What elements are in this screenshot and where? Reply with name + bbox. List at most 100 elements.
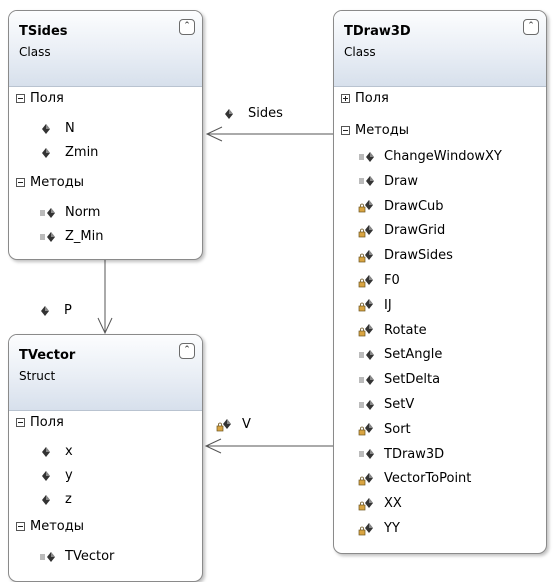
class-header: TDraw3D Class ⌃ bbox=[334, 11, 546, 87]
class-kind: Struct bbox=[19, 369, 56, 383]
method-row[interactable]: Draw bbox=[358, 174, 418, 189]
class-box-tsides[interactable]: TSides Class ⌃ Поля N Zmin Методы Norm Z… bbox=[8, 10, 203, 260]
method-name: DrawSides bbox=[384, 248, 453, 264]
collapse-minus-icon bbox=[16, 418, 25, 427]
private-method-icon bbox=[358, 249, 376, 263]
method-row[interactable]: DrawSides bbox=[358, 248, 453, 263]
method-row[interactable]: DrawCub bbox=[358, 199, 444, 214]
method-name: XX bbox=[384, 496, 402, 512]
field-row[interactable]: z bbox=[39, 492, 72, 507]
fields-section-toggle[interactable]: Поля bbox=[16, 415, 64, 430]
method-name: Draw bbox=[384, 173, 418, 189]
method-name: DrawCub bbox=[384, 198, 444, 214]
field-icon bbox=[222, 107, 240, 121]
assoc-sides-label: Sides bbox=[222, 106, 283, 121]
collapse-minus-icon bbox=[341, 126, 350, 135]
sides-arrowhead bbox=[205, 126, 223, 142]
fields-section-toggle[interactable]: Поля bbox=[16, 91, 64, 106]
assoc-sides-text: Sides bbox=[248, 106, 283, 121]
method-name: Rotate bbox=[384, 322, 427, 338]
method-name: VectorToPoint bbox=[384, 471, 472, 487]
field-row[interactable]: Zmin bbox=[39, 145, 98, 160]
method-row[interactable]: ChangeWindowXY bbox=[358, 149, 502, 164]
private-method-icon bbox=[358, 522, 376, 536]
private-method-icon bbox=[358, 224, 376, 238]
method-name: TDraw3D bbox=[384, 446, 445, 462]
field-icon bbox=[39, 469, 57, 483]
method-icon bbox=[358, 373, 376, 387]
field-row[interactable]: N bbox=[39, 121, 75, 136]
field-icon bbox=[39, 493, 57, 507]
private-method-icon bbox=[358, 422, 376, 436]
method-icon bbox=[39, 550, 57, 564]
class-name: TDraw3D bbox=[344, 24, 411, 39]
method-name: SetDelta bbox=[384, 372, 441, 388]
method-row[interactable]: SetV bbox=[358, 397, 414, 412]
class-box-tdraw3d[interactable]: TDraw3D Class ⌃ Поля Методы ChangeWindow… bbox=[333, 10, 547, 554]
class-header: TSides Class ⌃ bbox=[9, 11, 202, 87]
method-name: F0 bbox=[384, 273, 400, 288]
methods-section-toggle[interactable]: Методы bbox=[341, 123, 409, 138]
collapse-icon[interactable]: ⌃ bbox=[179, 19, 195, 35]
method-row[interactable]: Rotate bbox=[358, 323, 427, 338]
private-method-icon bbox=[358, 298, 376, 312]
method-row[interactable]: Norm bbox=[39, 205, 100, 220]
p-arrowhead bbox=[97, 317, 113, 335]
method-row[interactable]: TDraw3D bbox=[358, 447, 444, 462]
assoc-v-label: V bbox=[216, 417, 251, 432]
private-field-icon bbox=[216, 418, 234, 432]
method-row[interactable]: DrawGrid bbox=[358, 223, 445, 238]
collapse-minus-icon bbox=[16, 94, 25, 103]
method-row[interactable]: IJ bbox=[358, 298, 392, 313]
method-icon bbox=[358, 348, 376, 362]
field-icon bbox=[38, 304, 56, 318]
method-name: SetAngle bbox=[384, 347, 443, 363]
method-row[interactable]: VectorToPoint bbox=[358, 471, 471, 486]
method-name: IJ bbox=[384, 297, 392, 313]
private-method-icon bbox=[358, 274, 376, 288]
class-kind: Class bbox=[344, 45, 376, 59]
v-arrowhead bbox=[204, 438, 222, 454]
method-icon bbox=[358, 150, 376, 164]
method-name: SetV bbox=[384, 397, 415, 412]
class-kind: Class bbox=[19, 45, 51, 59]
method-icon bbox=[358, 174, 376, 188]
methods-section-toggle[interactable]: Методы bbox=[16, 519, 84, 534]
method-row[interactable]: Sort bbox=[358, 422, 411, 437]
method-icon bbox=[39, 206, 57, 220]
method-row[interactable]: TVector bbox=[39, 549, 114, 564]
method-icon bbox=[358, 398, 376, 412]
method-icon bbox=[358, 447, 376, 461]
field-icon bbox=[39, 445, 57, 459]
collapse-minus-icon bbox=[16, 178, 25, 187]
expand-plus-icon bbox=[341, 94, 350, 103]
private-method-icon bbox=[358, 199, 376, 213]
method-row[interactable]: SetDelta bbox=[358, 372, 440, 387]
field-row[interactable]: x bbox=[39, 444, 73, 459]
collapse-icon[interactable]: ⌃ bbox=[523, 19, 539, 35]
class-name: TSides bbox=[19, 24, 68, 39]
method-row[interactable]: F0 bbox=[358, 273, 400, 288]
method-row[interactable]: Z_Min bbox=[39, 229, 103, 244]
method-name: DrawGrid bbox=[384, 223, 446, 239]
method-icon bbox=[39, 230, 57, 244]
methods-section-toggle[interactable]: Методы bbox=[16, 175, 84, 190]
field-icon bbox=[39, 122, 57, 136]
method-row[interactable]: YY bbox=[358, 521, 400, 536]
method-row[interactable]: SetAngle bbox=[358, 347, 442, 362]
field-row[interactable]: y bbox=[39, 468, 73, 483]
method-name: ChangeWindowXY bbox=[384, 149, 502, 164]
fields-section-toggle[interactable]: Поля bbox=[341, 91, 389, 106]
assoc-p-label: P bbox=[38, 303, 72, 318]
private-method-icon bbox=[358, 497, 376, 511]
assoc-p-text: P bbox=[64, 303, 72, 318]
private-method-icon bbox=[358, 472, 376, 486]
method-row[interactable]: XX bbox=[358, 496, 402, 511]
assoc-v-text: V bbox=[242, 417, 251, 432]
class-box-tvector[interactable]: TVector Struct ⌃ Поля x y z Методы TVect… bbox=[8, 334, 203, 582]
collapse-icon[interactable]: ⌃ bbox=[179, 343, 195, 359]
class-header: TVector Struct ⌃ bbox=[9, 335, 202, 411]
private-method-icon bbox=[358, 323, 376, 337]
method-name: Sort bbox=[384, 421, 411, 437]
